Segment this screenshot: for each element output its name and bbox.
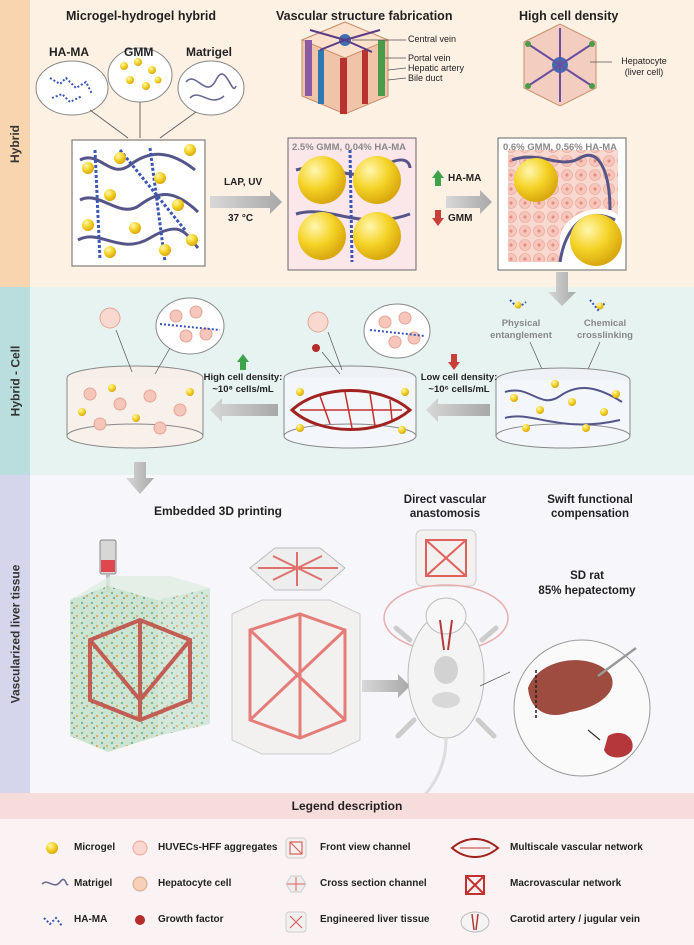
central-vein-label: Central vein	[408, 34, 457, 44]
ha-ma-bubble	[35, 60, 109, 116]
high-density-label: High cell density: ~10⁸ cells/mL	[203, 372, 283, 395]
col1-title: Microgel-hydrogel hybrid	[66, 9, 217, 23]
chemical-crosslinking-label: Chemical crosslinking	[577, 318, 633, 341]
legend-engineered-tissue-label: Engineered liver tissue	[320, 914, 430, 925]
chemical-crosslinking-icon	[589, 299, 607, 312]
vascular-fabrication-box	[287, 137, 417, 271]
rat-illustration	[393, 597, 499, 802]
gmm-bubble	[107, 47, 173, 103]
bile-duct-label: Bile duct	[408, 73, 443, 83]
legend-matrigel-icon	[41, 878, 69, 886]
legend-front-view-label: Front view channel	[320, 842, 411, 853]
growth-factor-icon	[312, 344, 320, 352]
hepatic-artery-label: Hepatic artery	[408, 63, 465, 73]
portal-vein-label: Portal vein	[408, 53, 451, 63]
low-density-label: Low cell density: ~10⁶ cells/mL	[420, 372, 498, 395]
legend-huvec-label: HUVECs-HFF aggregates	[158, 842, 278, 853]
legend-carotid-icon	[460, 911, 490, 933]
vascularized-disc	[283, 365, 417, 449]
legend-multiscale-icon	[450, 838, 500, 858]
legend-hama-icon	[43, 916, 63, 927]
box2-label: 2.5% GMM, 0.04% HA-MA	[292, 142, 407, 153]
high-density-box	[497, 137, 627, 271]
hydrogel-disc-base	[495, 367, 631, 449]
legend-hepatocyte-icon	[132, 876, 148, 892]
legend-growth-factor-label: Growth factor	[158, 914, 224, 925]
legend-multiscale-label: Multiscale vascular network	[510, 842, 643, 853]
hepatocyte-lobule-illustration	[523, 23, 597, 107]
box3-label: 0.6% GMM, 0.56% HA-MA	[503, 142, 618, 153]
printing-bath	[70, 576, 210, 752]
ha-ma-increase-label: HA-MA	[448, 173, 482, 184]
legend-matrigel-label: Matrigel	[74, 878, 113, 889]
hybrid-cell-side-label: Hybrid - Cell	[0, 287, 30, 475]
legend-huvec-icon	[132, 840, 148, 856]
conditions-label: LAP, UV	[224, 177, 263, 188]
rat-label: SD rat	[570, 570, 604, 582]
liver-hepatectomy-view	[513, 639, 651, 777]
matrigel-bubble	[177, 60, 245, 116]
legend-hama-label: HA-MA	[74, 914, 108, 925]
gmm-label: GMM	[124, 45, 154, 59]
hepatectomy-label: 85% hepatectomy	[538, 585, 636, 597]
printing-nozzle	[99, 539, 117, 592]
physical-entanglement-label: Physical entanglement	[490, 318, 552, 341]
legend-macrovascular-label: Macrovascular network	[510, 878, 622, 889]
gmm-decrease-label: GMM	[448, 213, 473, 224]
mixture-box	[71, 139, 206, 267]
legend-cross-section-label: Cross section channel	[320, 878, 427, 889]
temperature-label: 37 °C	[228, 213, 254, 224]
front-view-channel-top	[415, 529, 477, 587]
legend-macrovascular-icon	[465, 875, 485, 895]
compensation-label: Swift functional compensation	[547, 494, 633, 520]
ha-ma-label: HA-MA	[49, 45, 89, 59]
legend-carotid-label: Carotid artery / jugular vein	[510, 914, 641, 925]
legend-title-bar	[0, 793, 694, 819]
liver-lobule-illustration	[300, 21, 390, 115]
legend-microgel-label: Microgel	[74, 842, 116, 853]
disc-magnifier-2	[363, 303, 431, 359]
hybrid-side-label: Hybrid	[0, 0, 30, 287]
matrigel-label: Matrigel	[186, 45, 233, 59]
legend-title: Legend description	[291, 799, 403, 813]
physical-entanglement-icon	[509, 299, 527, 310]
legend-hepatocyte-label: Hepatocyte cell	[158, 878, 232, 889]
high-density-disc	[66, 365, 204, 449]
anastomosis-label: Direct vascular anastomosis	[403, 494, 487, 520]
engineered-tissue-prism	[231, 599, 361, 755]
col2-title: Vascular structure fabrication	[276, 9, 453, 23]
disc-magnifier-1	[155, 297, 225, 355]
embedded-printing-label: Embedded 3D printing	[154, 504, 283, 518]
legend-growth-factor-icon	[135, 915, 145, 925]
col3-title: High cell density	[519, 9, 619, 23]
vascularized-side-label: Vascularized liver tissue	[0, 475, 30, 793]
hepatocyte-label: Hepatocyte (liver cell)	[621, 56, 667, 77]
huvec-aggregate-icon	[307, 311, 329, 333]
legend-microgel-icon	[46, 842, 58, 854]
cross-section-channel	[249, 547, 346, 591]
